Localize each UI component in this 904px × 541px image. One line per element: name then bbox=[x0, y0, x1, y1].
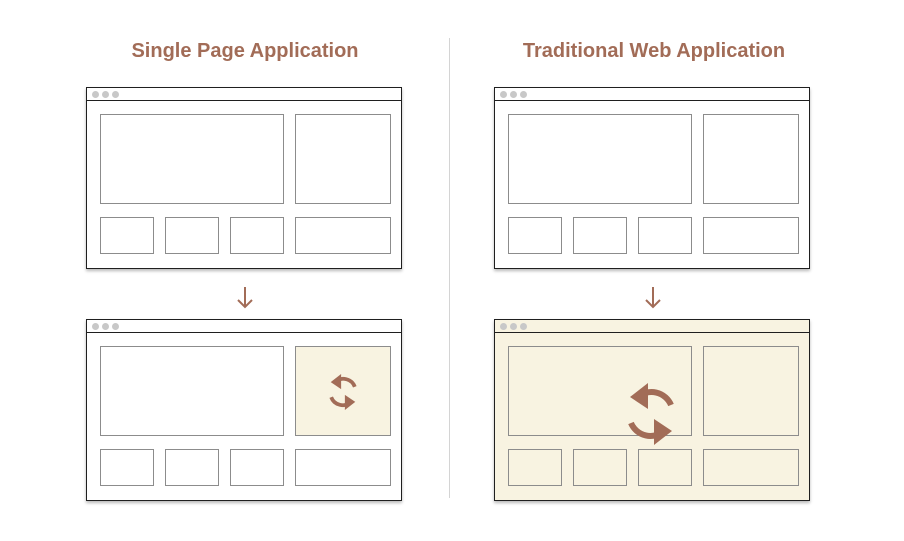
spa-browser-updated bbox=[86, 319, 402, 501]
window-dot-icon bbox=[510, 323, 517, 330]
window-dot-icon bbox=[510, 91, 517, 98]
traditional-browser-reloading bbox=[494, 319, 810, 501]
traditional-title: Traditional Web Application bbox=[522, 40, 786, 62]
content-panel-main bbox=[508, 346, 692, 436]
window-dot-icon bbox=[520, 323, 527, 330]
content-tile-wide bbox=[703, 217, 799, 254]
content-tile bbox=[165, 217, 219, 254]
content-tile bbox=[100, 449, 154, 486]
content-tile bbox=[100, 217, 154, 254]
arrow-down-icon bbox=[237, 287, 253, 309]
content-tile bbox=[508, 449, 562, 486]
window-dot-icon bbox=[520, 91, 527, 98]
content-tile bbox=[638, 217, 692, 254]
content-tile-wide bbox=[295, 217, 391, 254]
content-panel-side-reloading bbox=[295, 346, 391, 436]
content-panel-side bbox=[295, 114, 391, 204]
content-tile bbox=[230, 217, 284, 254]
content-tile-wide bbox=[295, 449, 391, 486]
spa-browser-initial bbox=[86, 87, 402, 269]
content-tile bbox=[573, 449, 627, 486]
spa-title: Single Page Application bbox=[131, 40, 359, 62]
browser-titlebar bbox=[495, 88, 809, 101]
browser-titlebar bbox=[87, 88, 401, 101]
window-dot-icon bbox=[92, 91, 99, 98]
content-tile bbox=[573, 217, 627, 254]
column-divider bbox=[449, 38, 450, 498]
content-tile bbox=[638, 449, 692, 486]
window-dot-icon bbox=[102, 91, 109, 98]
content-panel-main bbox=[508, 114, 692, 204]
arrow-down-icon bbox=[645, 287, 661, 309]
content-tile bbox=[230, 449, 284, 486]
window-dot-icon bbox=[500, 323, 507, 330]
window-dot-icon bbox=[112, 91, 119, 98]
content-panel-side bbox=[703, 346, 799, 436]
window-dot-icon bbox=[112, 323, 119, 330]
content-tile bbox=[508, 217, 562, 254]
content-tile bbox=[165, 449, 219, 486]
content-panel-main bbox=[100, 346, 284, 436]
browser-titlebar bbox=[87, 320, 401, 333]
refresh-icon bbox=[628, 383, 674, 445]
traditional-browser-initial bbox=[494, 87, 810, 269]
content-tile-wide bbox=[703, 449, 799, 486]
content-panel-side bbox=[703, 114, 799, 204]
window-dot-icon bbox=[500, 91, 507, 98]
window-dot-icon bbox=[102, 323, 109, 330]
window-dot-icon bbox=[92, 323, 99, 330]
refresh-icon bbox=[329, 374, 357, 410]
browser-titlebar bbox=[495, 320, 809, 333]
content-panel-main bbox=[100, 114, 284, 204]
